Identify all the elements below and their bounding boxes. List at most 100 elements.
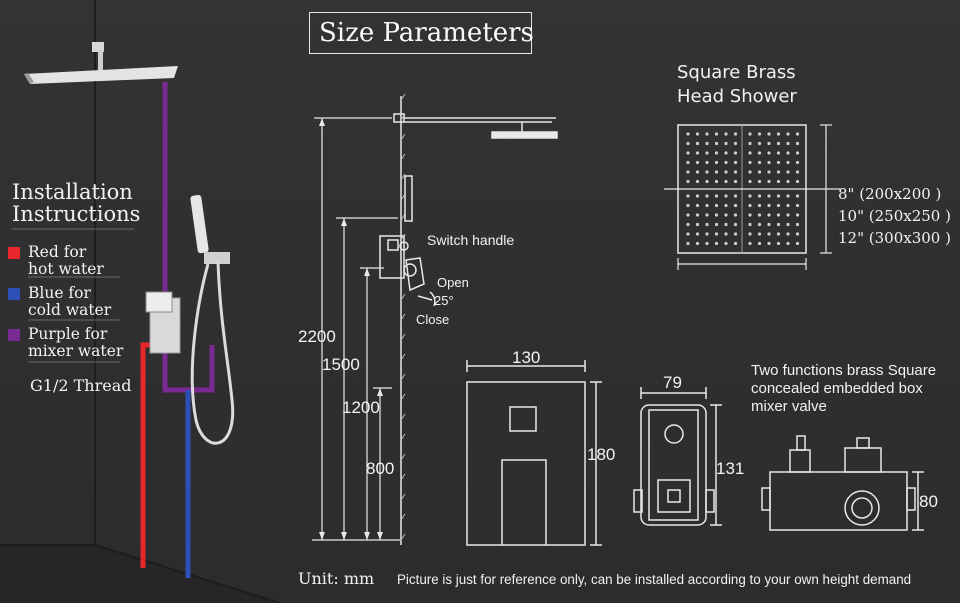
nozzle-dot	[776, 160, 781, 165]
nozzle-dot	[795, 132, 800, 136]
height-1500-label: 1500	[322, 355, 360, 374]
nozzle-dot	[714, 232, 719, 236]
nozzle-dot	[733, 151, 738, 155]
switch-handle-label: Switch handle	[427, 232, 515, 248]
nozzle-dot	[767, 232, 771, 236]
nozzle-dot	[748, 151, 752, 155]
nozzle-dot	[686, 160, 690, 165]
nozzle-dot	[695, 151, 700, 155]
valve-drawing	[379, 175, 436, 307]
nozzle-dot	[757, 241, 762, 246]
nozzle-dot	[786, 160, 790, 165]
nozzle-dot	[776, 213, 781, 217]
nozzle-dot	[748, 170, 752, 174]
nozzle-dot	[686, 222, 690, 227]
nozzle-dot	[748, 232, 752, 236]
page-title: Size Parameters	[319, 18, 534, 48]
nozzle-dot	[757, 194, 762, 198]
valve-desc-line3: mixer valve	[751, 398, 827, 415]
nozzle-dot	[795, 203, 800, 208]
height-1200-label: 1200	[342, 398, 380, 417]
nozzle-dot	[724, 170, 728, 174]
nozzle-dot	[705, 179, 709, 184]
nozzle-dot	[733, 241, 738, 246]
reference-note: Picture is just for reference only, can …	[397, 572, 912, 587]
valve-height-label: 80	[919, 492, 938, 511]
nozzle-dot	[724, 132, 728, 136]
nozzle-dot	[795, 232, 800, 236]
nozzle-dot	[767, 194, 771, 198]
legend-hot-line1: Red for	[28, 243, 87, 261]
nozzle-dot	[776, 203, 781, 208]
nozzle-dot	[786, 179, 790, 184]
nozzle-dot	[724, 203, 728, 208]
nozzle-dot	[733, 170, 738, 174]
nozzle-dot	[695, 160, 700, 165]
nozzle-dot	[705, 232, 709, 236]
nozzle-dot	[714, 141, 719, 146]
nozzle-dot	[767, 141, 771, 146]
nozzle-dot	[748, 194, 752, 198]
nozzle-dot	[733, 203, 738, 208]
nozzle-dot	[695, 222, 700, 227]
nozzle-dot	[705, 160, 709, 165]
nozzle-dot	[733, 179, 738, 184]
nozzle-dot	[695, 213, 700, 217]
nozzle-dot	[795, 213, 800, 217]
nozzle-dot	[767, 213, 771, 217]
nozzle-dot	[714, 194, 719, 198]
nozzle-dot	[786, 170, 790, 174]
nozzle-dot	[724, 160, 728, 165]
nozzle-dot	[695, 141, 700, 146]
wall-panel-drawing	[466, 360, 602, 546]
nozzle-dot	[767, 132, 771, 136]
panel-height-label: 180	[587, 445, 616, 464]
nozzle-dot	[733, 160, 738, 165]
nozzle-dot	[733, 213, 738, 217]
nozzle-dot	[748, 160, 752, 165]
nozzle-dot	[714, 203, 719, 208]
size-12-inch: 12" (300x300 )	[838, 229, 951, 247]
nozzle-dot	[714, 170, 719, 174]
nozzle-dot	[695, 203, 700, 208]
nozzle-dot	[776, 179, 781, 184]
legend-mixer-line2: mixer water	[28, 342, 124, 360]
nozzle-dot	[757, 179, 762, 184]
nozzle-dot	[724, 222, 728, 227]
nozzle-dot	[748, 132, 752, 136]
height-2200-label: 2200	[298, 327, 336, 346]
nozzle-dot	[686, 194, 690, 198]
nozzle-dot	[714, 179, 719, 184]
nozzle-dot	[748, 141, 752, 146]
nozzle-dot	[748, 222, 752, 227]
nozzle-dot	[724, 213, 728, 217]
nozzle-dot	[776, 232, 781, 236]
nozzle-dot	[795, 179, 800, 184]
nozzle-dot	[705, 151, 709, 155]
nozzle-dot	[757, 151, 762, 155]
nozzle-dot	[724, 179, 728, 184]
nozzle-dot	[795, 170, 800, 174]
nozzle-dot	[767, 203, 771, 208]
nozzle-dot	[786, 151, 790, 155]
nozzle-dot	[786, 213, 790, 217]
nozzle-dot	[767, 222, 771, 227]
legend-cold-line1: Blue for	[28, 284, 91, 302]
title-box	[309, 12, 532, 54]
nozzle-dot	[795, 151, 800, 155]
nozzle-dot	[705, 203, 709, 208]
height-800-label: 800	[366, 459, 395, 478]
nozzle-dot	[776, 241, 781, 246]
mixer-water-swatch	[8, 329, 20, 341]
nozzle-dot	[686, 241, 690, 246]
hot-water-swatch	[8, 247, 20, 259]
nozzle-dot	[795, 222, 800, 227]
install-heading-line2: Instructions	[12, 202, 141, 226]
hand-shower	[190, 194, 235, 445]
cold-water-swatch	[8, 288, 20, 300]
nozzle-dot	[733, 141, 738, 146]
nozzle-dot	[686, 151, 690, 155]
nozzle-dot	[695, 194, 700, 198]
